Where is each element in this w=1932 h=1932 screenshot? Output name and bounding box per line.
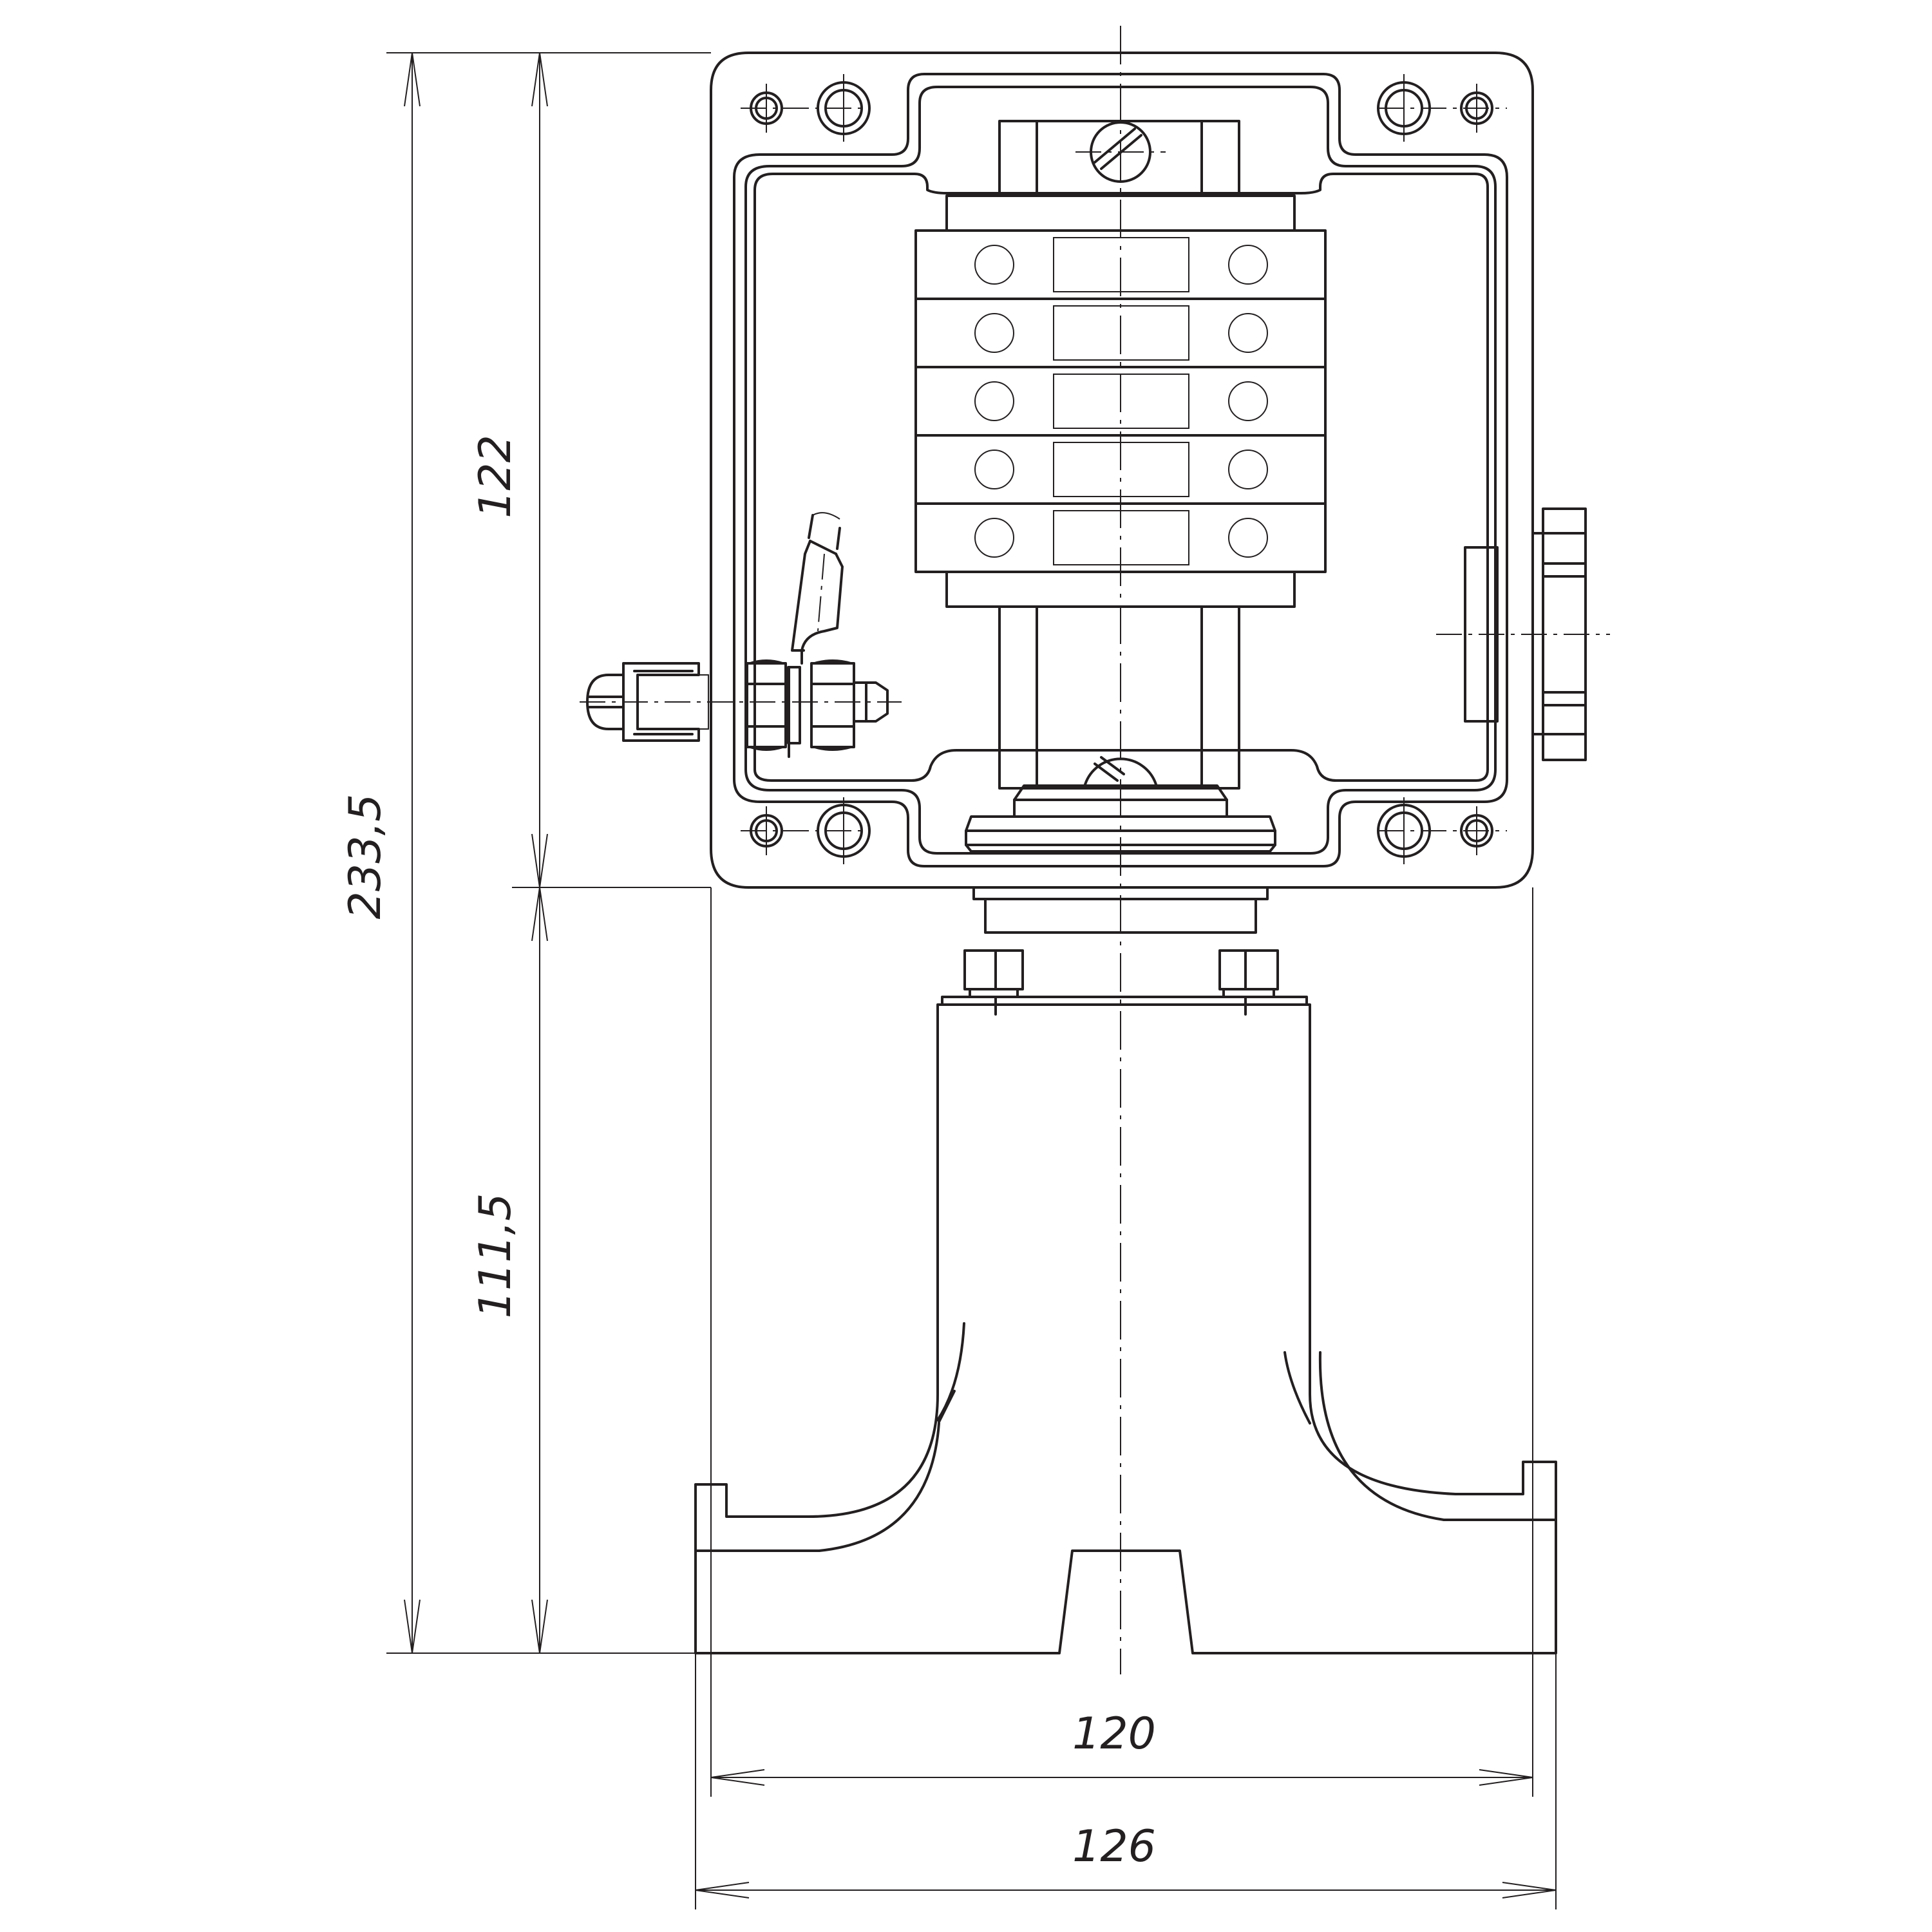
- bolt-holes-inner: [817, 81, 1431, 858]
- dim-box-height: 122: [470, 435, 521, 518]
- bolt-holes-outer: [750, 91, 1493, 848]
- cable-gland: [1436, 507, 1610, 761]
- bolt-centerlines: [741, 74, 1507, 864]
- dim-box-width: 120: [1072, 1709, 1156, 1759]
- dim-base-width: 126: [1072, 1821, 1156, 1872]
- dimension-lines: [386, 52, 1557, 1909]
- dim-base-height: 111,5: [470, 1193, 521, 1319]
- enclosure-box: [710, 52, 1534, 889]
- base-stand: [694, 886, 1557, 1654]
- dim-total-height: 233,5: [340, 794, 391, 920]
- terminal-block: [914, 120, 1327, 853]
- ground-screw-assembly: [580, 512, 902, 758]
